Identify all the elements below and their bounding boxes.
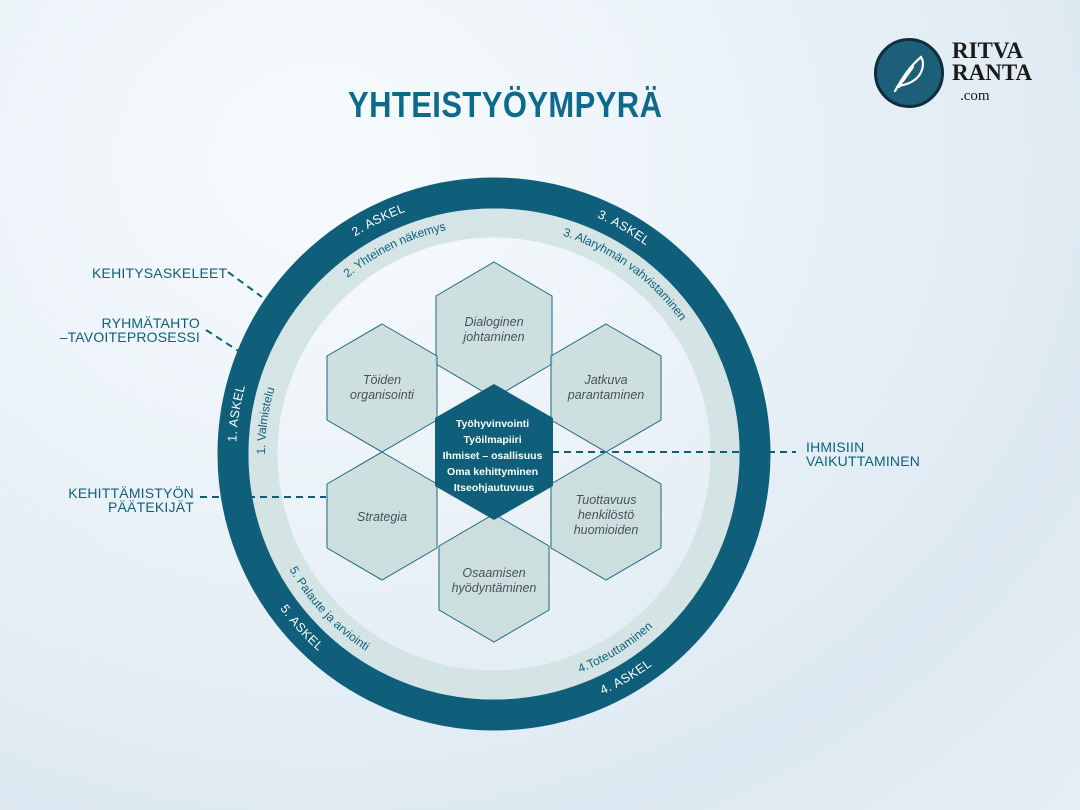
svg-text:Strategia: Strategia xyxy=(357,510,407,524)
logo-line2: RANTA xyxy=(952,60,1033,85)
page-title: YHTEISTYÖYMPYRÄ xyxy=(348,84,663,125)
hex-strategia: Strategia xyxy=(326,451,438,581)
outer-ring xyxy=(217,177,771,731)
logo-line3: .com xyxy=(960,88,990,104)
label-ihmisiin-line1: IHMISIIN xyxy=(806,439,865,455)
svg-text:Työhyvinvointi Työilmapi: Työhyvinvointi Työilmapiiri Ihmiset – os… xyxy=(443,418,546,494)
label-ihmisiin-line2: VAIKUTTAMINEN xyxy=(806,453,921,469)
inner-band xyxy=(248,208,740,700)
label-ryhmatahto-line1: RYHMÄTAHTO xyxy=(101,315,200,331)
label-paatekijat-line1: KEHITTÄMISTYÖN xyxy=(68,485,194,501)
label-kehitysaskeleet: KEHITYSASKELEET xyxy=(92,265,228,281)
feather-icon xyxy=(874,38,944,108)
center-hexagon: Työhyvinvointi Työilmapiiri Ihmiset – os… xyxy=(435,384,553,520)
leader-lines xyxy=(200,271,796,498)
label-ryhmatahto: RYHMÄTAHTO–TAVOITEPROSESSI xyxy=(60,316,200,344)
logo-line1: RITVA xyxy=(952,38,1024,63)
label-paatekijat-line2: PÄÄTEKIJÄT xyxy=(107,499,194,515)
label-ryhmatahto-line2: –TAVOITEPROSESSI xyxy=(59,329,200,345)
